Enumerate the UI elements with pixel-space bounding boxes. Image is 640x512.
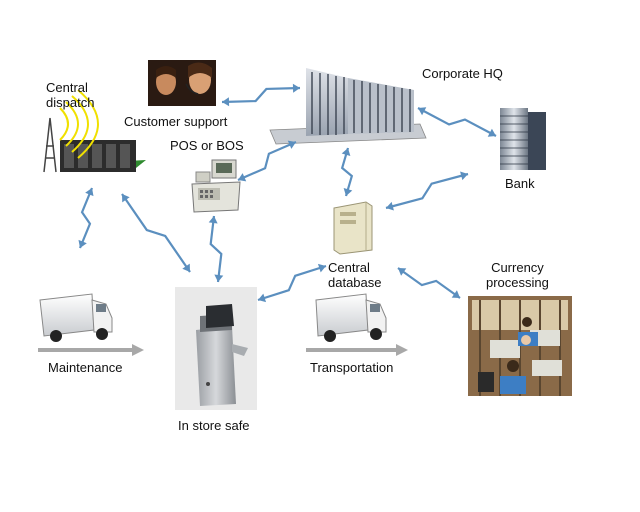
transportation-flow-arrow [306,344,408,356]
arrow-safe-database [257,263,327,303]
pos-register-illustration [191,159,241,213]
customer-support-label: Customer support [124,114,228,129]
in-store-safe-label: In store safe [178,418,250,433]
bank-label: Bank [505,176,535,191]
transportation-label: Transportation [310,360,394,375]
in-store-safe-illustration [175,287,257,410]
central-dispatch-illustration [43,89,146,173]
arrow-bank-database [385,171,469,211]
arrow-support-hq [221,83,301,107]
customer-support-photo [148,60,216,106]
arrow-database-currency [397,267,461,299]
arrow-hq-pos [237,140,297,182]
arrow-pos-safe [208,215,224,283]
central-dispatch-label: Central dispatch [46,80,95,110]
arrow-hq-database [340,147,354,197]
corporate-hq-label: Corporate HQ [422,66,503,81]
corporate-hq-building [269,68,427,145]
pos-label: POS or BOS [170,138,244,153]
bank-tower [500,108,546,170]
arrow-dispatch-safe [121,193,191,273]
currency-processing-label: Currency processing [486,260,549,290]
maintenance-truck [39,293,113,342]
arrow-hq-bank [417,107,497,137]
transportation-truck [315,293,387,342]
arrow-dispatch-left [78,187,94,249]
central-database-server [333,201,373,255]
maintenance-label: Maintenance [48,360,123,375]
currency-processing-photo [468,296,572,396]
central-database-label: Central database [328,260,382,290]
maintenance-flow-arrow [38,344,144,356]
